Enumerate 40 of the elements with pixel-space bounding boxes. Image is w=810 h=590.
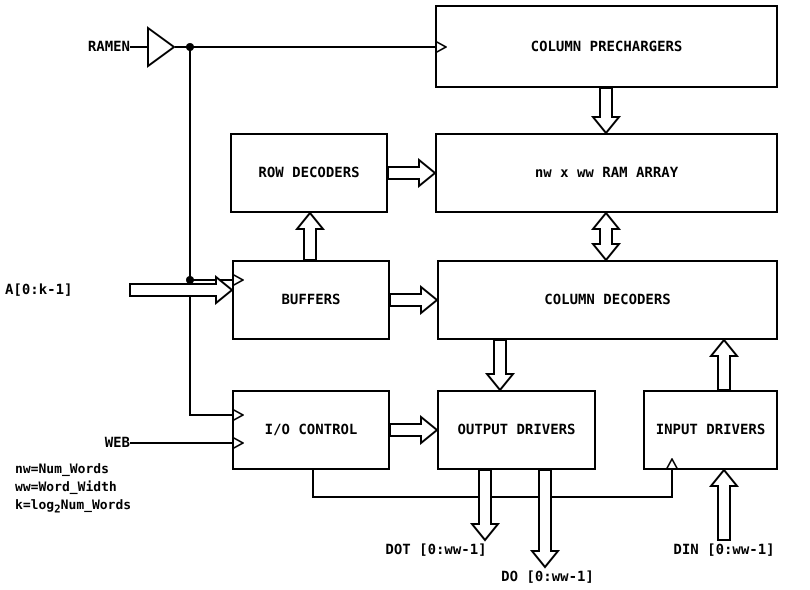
bus-arrow (389, 284, 439, 316)
bus-arrow (590, 87, 622, 135)
bus-arrow (708, 338, 740, 391)
bus-arrow (470, 469, 500, 542)
note-text: nw=Num_Words (15, 462, 109, 477)
signal-label: DIN [0:ww-1] (640, 540, 808, 560)
block-label: OUTPUT DRIVERS (456, 422, 576, 438)
note-text: k=log$_{2}$Num_Words (15, 498, 132, 516)
block-label: COLUMN PRECHARGERS (530, 38, 684, 54)
block-box (232, 390, 390, 470)
bus-arrow (294, 211, 326, 261)
bus-arrow (387, 158, 437, 188)
bus-arrow (484, 339, 516, 392)
block-label: I/O CONTROL (264, 422, 358, 438)
block-box (437, 390, 596, 470)
block-box (232, 260, 390, 340)
bus-arrow (590, 211, 622, 262)
signal-arrow (130, 436, 244, 450)
bus-arrow (708, 468, 740, 541)
bus-arrow (129, 274, 234, 306)
block-box (643, 390, 778, 470)
signal-label: A[0:k-1] (5, 280, 130, 300)
note-text: ww=Word_Width (15, 480, 117, 495)
block-label: BUFFERS (280, 292, 342, 308)
signal-label: DO [0:ww-1] (470, 567, 625, 587)
bus-arrow (389, 414, 439, 446)
block-box (230, 133, 388, 213)
block-label: COLUMN DECODERS (543, 292, 672, 308)
block-label: nw x ww RAM ARRAY (534, 165, 680, 181)
block-box (437, 260, 778, 340)
signal-arrow (312, 458, 679, 498)
signal-label: WEB (70, 433, 130, 453)
signal-label: RAMEN (40, 37, 130, 57)
signal-line (130, 46, 147, 48)
block-label: ROW DECODERS (257, 165, 361, 181)
block-box (435, 133, 778, 213)
block-label: INPUT DRIVERS (654, 422, 766, 438)
block-box (435, 5, 778, 88)
bus-arrow (530, 469, 560, 569)
signal-label: DOT [0:ww-1] (352, 540, 520, 560)
